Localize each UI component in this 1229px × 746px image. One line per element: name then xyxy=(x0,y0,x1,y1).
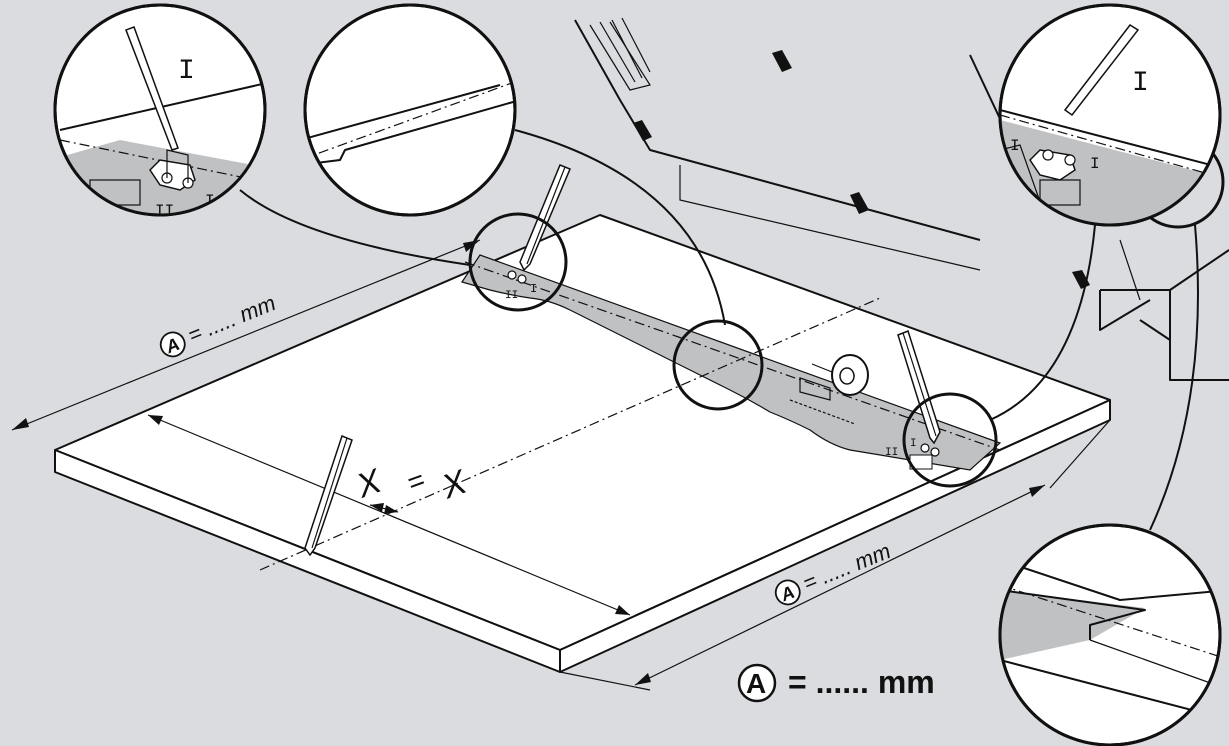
svg-text:I: I xyxy=(530,282,537,296)
pencil-top xyxy=(519,164,571,272)
connector-curves xyxy=(239,129,1199,531)
pencil-right xyxy=(897,330,941,445)
main-dimension-formula: A = ...... mm xyxy=(737,663,935,703)
svg-text:I: I xyxy=(1090,155,1100,173)
svg-text:II: II xyxy=(885,447,898,459)
svg-text:I: I xyxy=(910,438,917,450)
zoom-circle-top-right: I I I xyxy=(998,3,1222,227)
main-circled-letter: A xyxy=(746,668,766,699)
svg-text:A: A xyxy=(162,334,182,358)
dimension-lines xyxy=(11,239,1111,691)
center-line xyxy=(259,297,881,571)
pencil-center xyxy=(304,435,353,557)
svg-text:II: II xyxy=(155,202,174,220)
svg-text:II: II xyxy=(505,290,518,302)
template-marks: I II I II xyxy=(505,270,940,470)
zoom-circle-top-middle xyxy=(303,3,517,217)
zoom-circle-top-left: I II I xyxy=(53,3,267,220)
tape-roll xyxy=(811,354,869,396)
ring-center xyxy=(672,319,764,411)
ring-top-left xyxy=(468,212,568,312)
roman-numeral-left: I xyxy=(178,56,195,87)
svg-text:A: A xyxy=(777,582,797,606)
roman-numeral-right: I xyxy=(1132,68,1149,99)
zoom-circle-bottom-right xyxy=(998,523,1222,746)
ring-right xyxy=(902,392,998,488)
dim-label-top-left: A = ..... mm xyxy=(159,290,279,358)
main-dim-text: = ...... mm xyxy=(788,664,935,700)
dim-text-top-left: = ..... mm xyxy=(184,290,279,348)
